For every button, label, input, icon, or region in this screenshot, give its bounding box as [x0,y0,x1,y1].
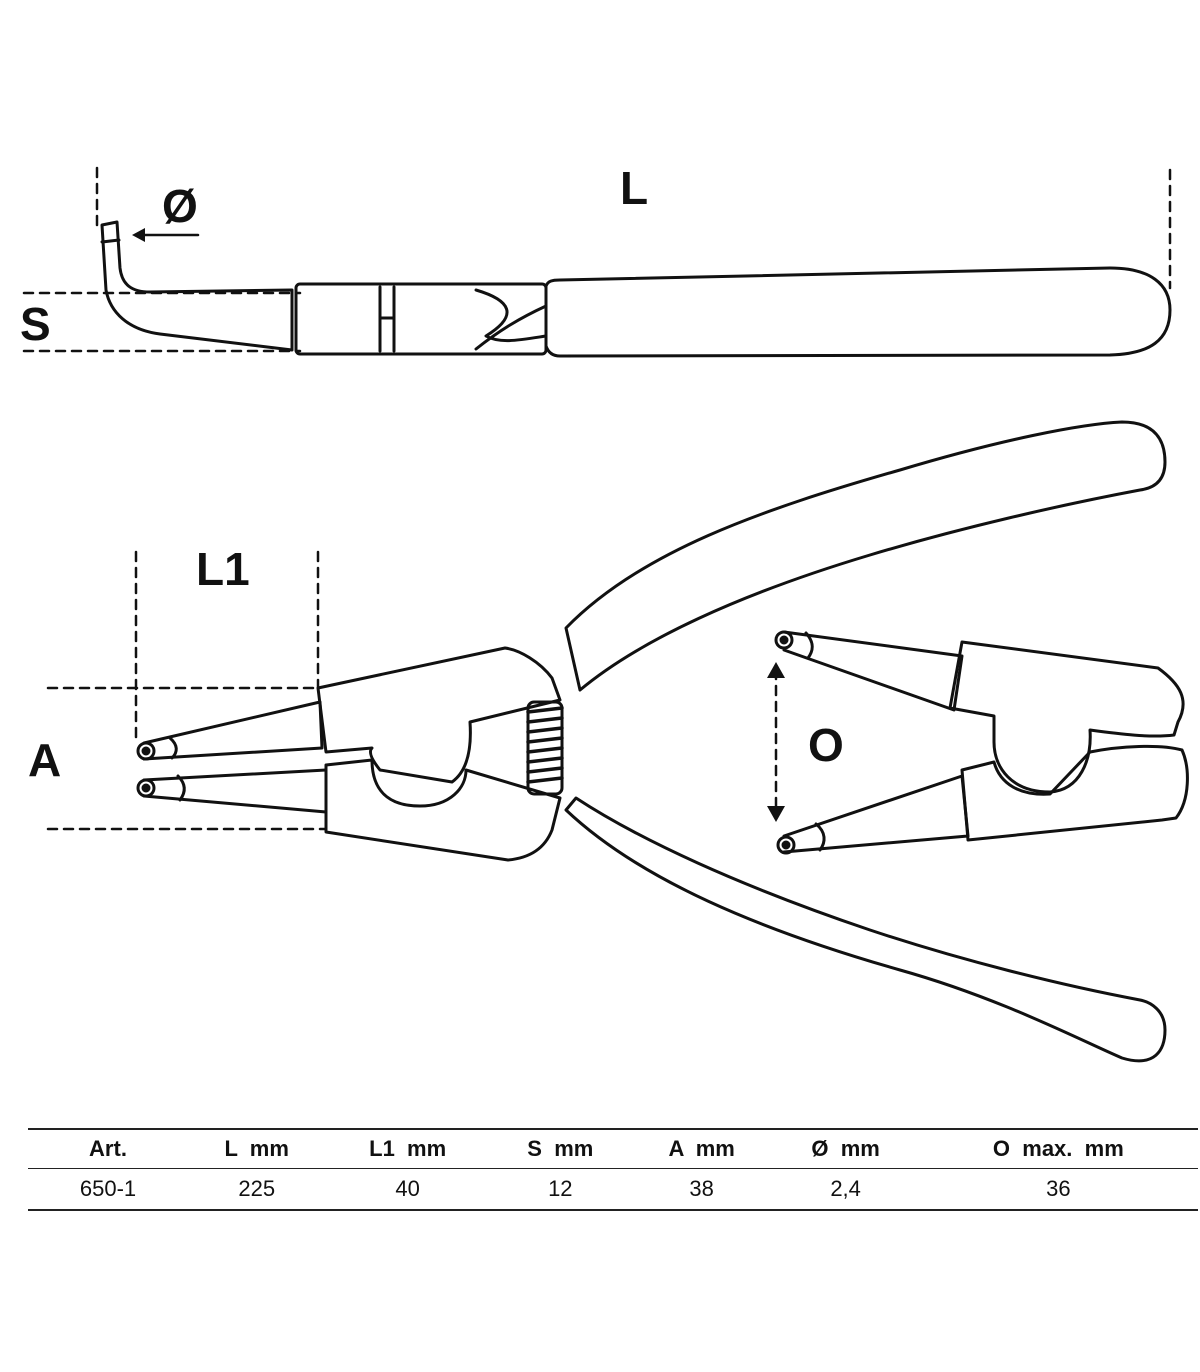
header-art: Art. [28,1128,188,1169]
lower-tip-ball [136,778,156,798]
O-arrowhead-top [767,662,785,678]
header-l1: L1 mm [325,1128,490,1169]
joint-body [294,282,548,356]
pliers-top-view-closed [46,420,1167,1063]
cell-a: 38 [630,1168,773,1211]
open-upper-tip-collar [804,631,814,660]
upper-tip-ball [136,741,156,761]
open-lower-tip-ball [776,835,796,855]
open-lower-tip [782,774,970,854]
header-a: A mm [630,1128,773,1169]
L-dimension-label: L [620,162,648,214]
header-diameter: Ø mm [772,1128,919,1169]
spec-table-header-row: Art. L mm L1 mm S mm A mm Ø mm O max. mm [28,1128,1198,1169]
open-upper-tip [782,630,964,712]
L1-dimension-label: L1 [196,543,250,595]
lower-handle [564,796,1167,1063]
spec-table-row: 650-1 225 40 12 38 2,4 36 [28,1168,1198,1211]
cell-o-max: 36 [918,1168,1198,1211]
cell-s: 12 [489,1168,631,1211]
header-length: L mm [188,1128,326,1169]
cell-diameter: 2,4 [772,1168,919,1211]
open-lower-tip-ball-dot [781,840,791,850]
cell-length: 225 [188,1168,326,1211]
O-arrowhead-bottom [767,806,785,822]
pliers-side-view [22,166,1172,358]
A-dimension-label: A [28,734,61,786]
lower-tip-ball-dot [141,783,151,793]
cell-l1: 40 [325,1168,490,1211]
open-lower-tip-collar [814,822,826,852]
diameter-arrowhead [132,228,145,242]
S-dimension-label: S [20,298,51,350]
upper-tip-collar [168,736,178,760]
spring-coils [526,706,564,784]
lower-tip-collar [176,774,186,802]
pliers-top-view-open [767,630,1189,855]
header-o-max: O max. mm [918,1128,1198,1169]
open-upper-tip-ball [774,630,794,650]
diameter-dimension-label: Ø [162,180,198,232]
upper-handle [564,420,1167,692]
open-upper-tip-ball-dot [779,635,789,645]
O-dimension-label: O [808,719,844,771]
cell-art: 650-1 [28,1168,188,1211]
open-upper-jaw [948,640,1185,794]
upper-tip-ball-dot [141,746,151,756]
open-lower-jaw [960,744,1189,842]
spec-table: Art. L mm L1 mm S mm A mm Ø mm O max. mm… [28,1128,1198,1211]
bent-tip [100,220,294,352]
joint-curve [474,288,548,343]
header-s: S mm [489,1128,631,1169]
lower-jaw [324,758,562,862]
joint-curve-2 [474,304,548,351]
upper-jaw [316,646,562,784]
side-handle [544,266,1172,358]
tip-end-line [100,238,121,244]
upper-tip [142,700,324,761]
lower-tip [142,768,328,814]
